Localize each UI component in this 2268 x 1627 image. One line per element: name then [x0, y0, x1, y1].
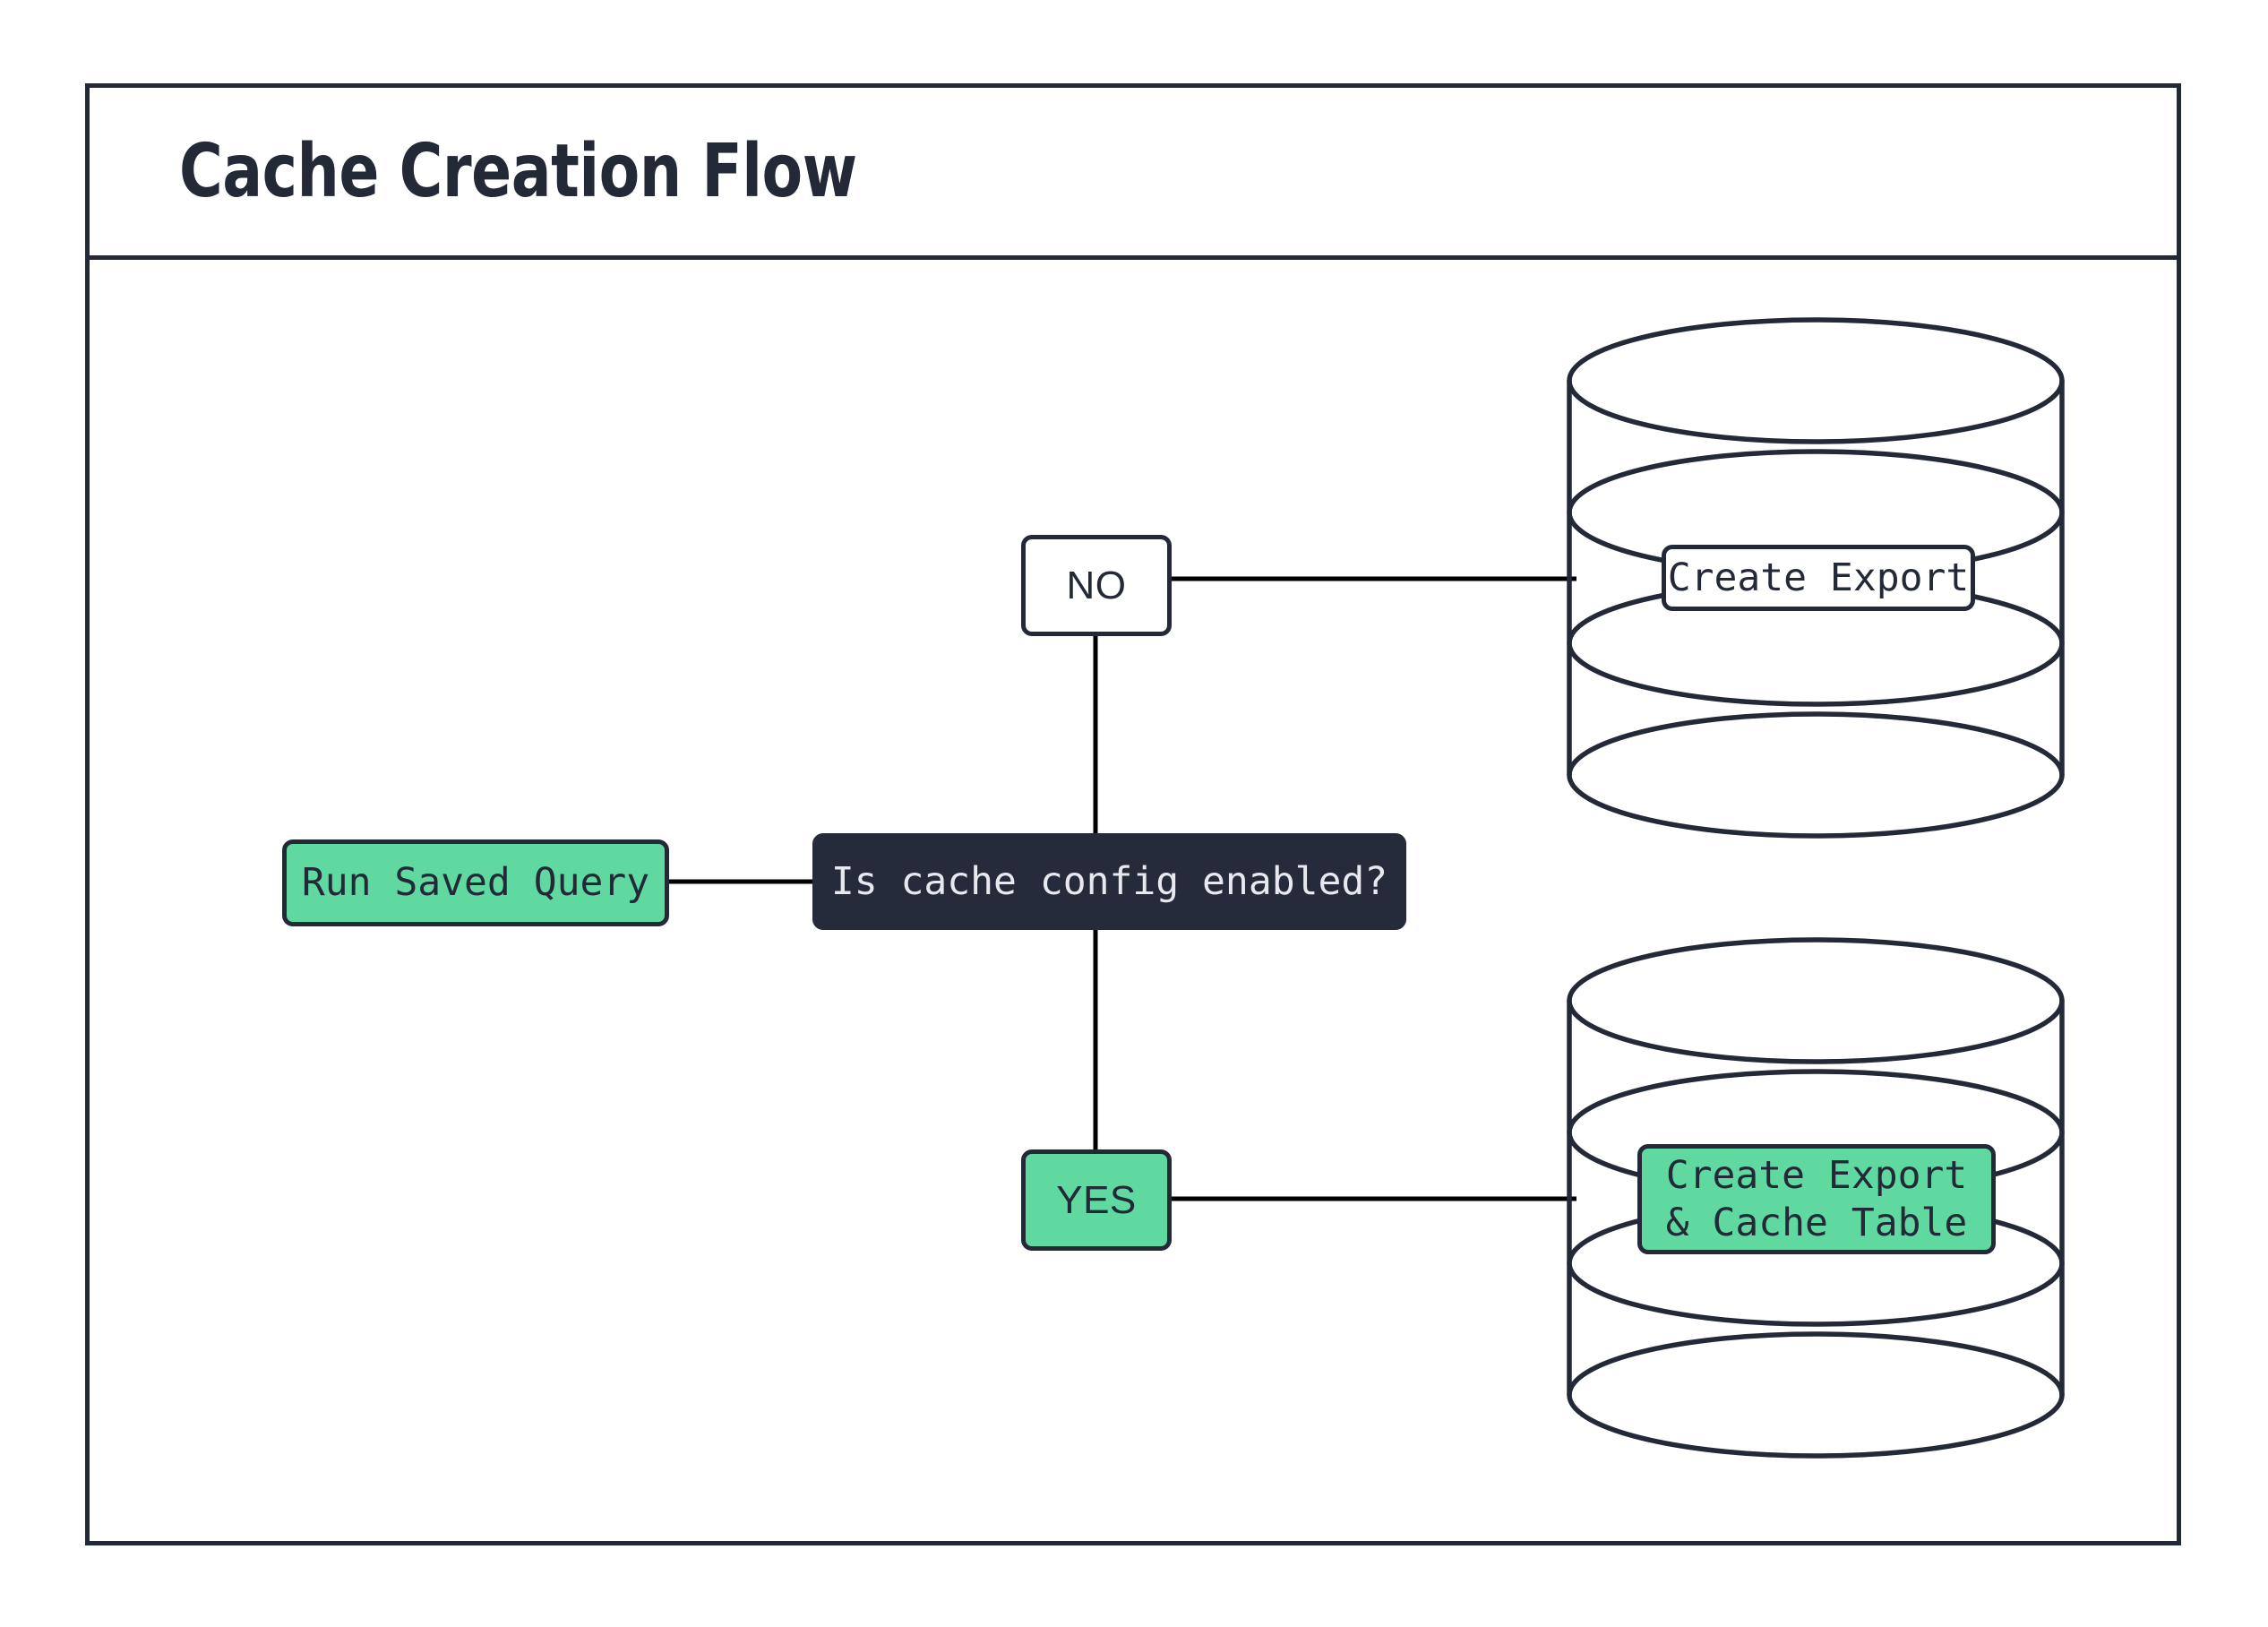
label-database-create-export-cache-table[interactable]: Create Export & Cache Table [1637, 1144, 1996, 1254]
label-database-create-export[interactable]: Create Export [1662, 545, 1975, 611]
node-branch-yes[interactable]: YES [1021, 1149, 1172, 1251]
diagram-header: Cache Creation Flow [90, 88, 2177, 260]
node-branch-no[interactable]: NO [1021, 535, 1172, 636]
diagram-frame: Cache Creation Flow [85, 83, 2181, 1545]
node-is-cache-config-enabled[interactable]: Is cache config enabled? [812, 833, 1406, 930]
page-title: Cache Creation Flow [179, 128, 857, 214]
db-bottom-label-line-2: & Cache Table [1665, 1200, 1968, 1245]
db-bottom-label-line-1: Create Export [1665, 1153, 1968, 1199]
node-run-saved-query[interactable]: Run Saved Query [282, 839, 669, 926]
